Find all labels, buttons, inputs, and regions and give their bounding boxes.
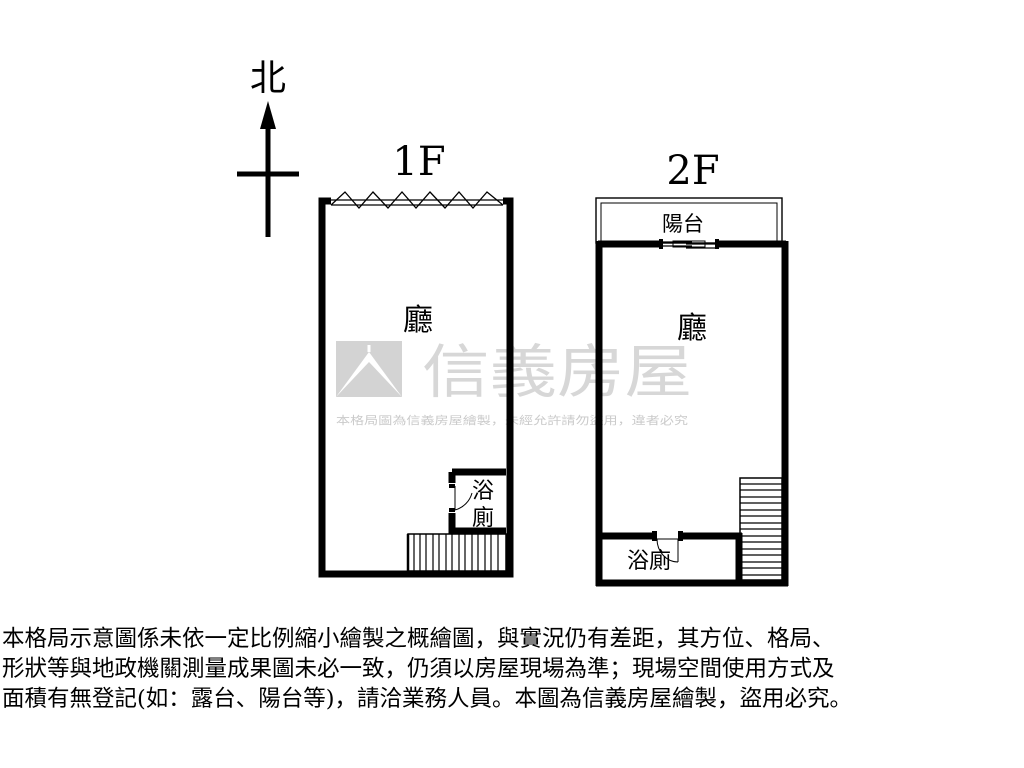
floor-2f-outer-wall <box>595 240 789 587</box>
floor-1f-stairs-icon <box>406 533 507 572</box>
floor-1f-bath-label-bottom: 廁 <box>472 506 494 531</box>
floor-1f-bath-label-top: 浴 <box>472 479 494 504</box>
folding-door-icon <box>330 191 504 209</box>
disclaimer-line-1: 本格局示意圖係未依一定比例縮小繪製之概繪圖，與實況仍有差距，其方位、格局、 <box>2 626 835 652</box>
floor-2f-stairs-icon <box>739 477 783 581</box>
floor-1f-label: 1F <box>392 139 445 185</box>
disclaimer-line-2: 形狀等與地政機關測量成果圖未必一致，仍須以房屋現場為準；現場空間使用方式及 <box>2 656 835 682</box>
sliding-door-icon <box>659 239 719 249</box>
floor-plan-drawing: 北 信義房屋 本格局圖為信義房屋繪製，未經允許請勿盜用，違者必究 1F 廳 <box>237 58 789 587</box>
floor-2f-balcony: 陽台 <box>595 197 783 244</box>
floor-1f-bathroom: 浴 廁 <box>448 468 506 535</box>
watermark: 信義房屋 本格局圖為信義房屋繪製，未經允許請勿盜用，違者必究 <box>336 338 692 427</box>
floor-1f-opening <box>331 196 503 206</box>
brand-logo-icon <box>336 341 402 397</box>
watermark-brand: 信義房屋 <box>422 338 692 406</box>
floor-1f-living-label: 廳 <box>403 303 433 338</box>
north-compass: 北 <box>237 58 299 237</box>
floor-2f-balcony-label: 陽台 <box>662 212 704 236</box>
door-swing-icon <box>656 538 679 563</box>
floor-2f: 2F 陽台 廳 <box>595 148 789 587</box>
door-swing-icon <box>454 492 473 511</box>
disclaimer-line-3: 面積有無登記(如：露台、陽台等)，請洽業務人員。本圖為信義房屋繪製，盜用必究。 <box>2 686 853 712</box>
floor-1f: 1F 廳 浴 廁 <box>318 139 514 578</box>
floor-2f-bath-label: 浴廁 <box>627 549 671 574</box>
disclaimer: 本格局示意圖係未依一定比例縮小繪製之概繪圖，與實況仍有差距，其方位、格局、 形狀… <box>2 624 1022 714</box>
floor-2f-label: 2F <box>666 148 719 194</box>
floor-2f-bathroom: 浴廁 <box>599 531 743 583</box>
floor-2f-living-label: 廳 <box>677 311 707 346</box>
north-arrow-icon <box>260 101 276 129</box>
north-label: 北 <box>250 58 286 99</box>
